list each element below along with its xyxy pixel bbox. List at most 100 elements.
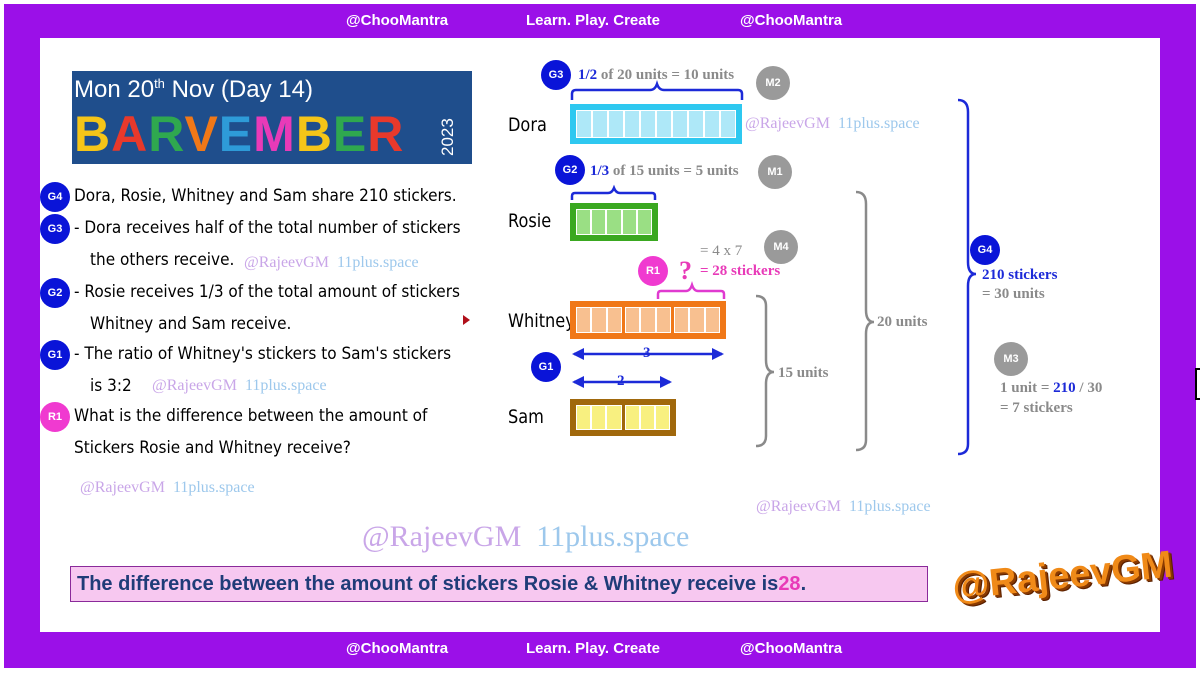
arrowhead-right-3 [712,348,724,360]
ratio-whitney-label: 3 [643,345,651,361]
badge-g2-diagram: G2 [555,155,585,185]
question-line: - Dora receives half of the total number… [74,218,461,238]
bar-unit [576,209,592,235]
m3-line2: = 7 stickers [1000,400,1073,416]
bar-unit [576,110,592,138]
badge-m1: M1 [758,155,792,189]
badge-g1: G1 [40,340,70,370]
name-rosie: Rosie [508,210,552,232]
edge-bracket [1195,368,1200,400]
watermark-site: 11plus.space [536,520,690,553]
badge-g4: G4 [40,182,70,212]
footer-handle-left: @ChooMantra [346,640,449,657]
question-line: Whitney and Sam receive. [90,314,292,334]
barvember-letter: R [367,106,405,162]
bar-unit [720,110,736,138]
watermark-handle: @RajeevGM [152,377,237,394]
g3-fraction: 1/2 [578,67,598,83]
m3-prefix: 1 unit = [1000,380,1054,396]
bar-unit [672,110,688,138]
badge-g3-diagram: G3 [541,60,571,90]
badge-g2: G2 [40,278,70,308]
question-line: is 3:2 [90,376,132,396]
badge-g1-diagram: G1 [531,352,561,382]
date-suffix-sup: th [154,76,165,91]
footer-handle-right: @ChooMantra [740,640,843,657]
banner-handle-left: @ChooMantra [346,12,449,29]
brace-dora-half [570,80,744,100]
answer-value: 28 [778,572,801,595]
watermark-handle: @RajeevGM [362,520,522,553]
g2-annotation: 1/3 of 15 units = 5 units [590,163,739,180]
bar-unit [640,110,656,138]
watermark-3: @RajeevGM 11plus.space [80,479,255,497]
brace-20-units [855,190,875,452]
right-border [1160,4,1196,668]
question-line: Stickers Rosie and Whitney receive? [74,438,351,458]
watermark-handle: @RajeevGM [80,479,165,496]
left-border [4,4,40,668]
bar-unit [592,110,608,138]
m4-calc: = 4 x 7 [700,243,743,259]
bar-unit [704,307,720,333]
bar-unit [606,405,622,430]
bar-unit [636,209,653,235]
m3-divisor: / 30 [1075,380,1103,396]
g3-annotation: 1/2 of 20 units = 10 units [578,67,734,84]
question-line: the others receive. [90,250,235,270]
name-sam: Sam [508,406,544,428]
bar-sam [570,399,676,436]
arrowhead-left-3 [572,348,584,360]
ratio-sam-label: 2 [617,373,625,389]
banner-handle-right: @ChooMantra [740,12,843,29]
watermark-site: 11plus.space [848,498,931,515]
bar-unit [591,307,607,333]
watermark-handle: @RajeevGM [745,115,830,132]
watermark-site: 11plus.space [244,377,327,394]
bar-unit [576,307,592,333]
header-panel [72,71,472,164]
arrowhead-left-2 [572,376,584,388]
barvember-letter: E [218,106,254,162]
bar-unit [624,405,640,430]
watermark-1: @RajeevGM 11plus.space [244,254,419,272]
bar-unit [606,307,622,333]
top-banner [4,4,1196,38]
bar-unit [621,209,637,235]
brace-30-units [957,98,977,456]
badge-m3: M3 [994,342,1028,376]
bar-unit [608,110,624,138]
bar-unit [673,307,690,333]
date-rest: Nov (Day 14) [164,76,313,103]
header-date: Mon 20th Nov (Day 14) [74,76,313,104]
m3-line1: 1 unit = 210 / 30 [1000,380,1102,397]
badge-r1-diagram: R1 [638,256,668,286]
barvember-letter: B [295,106,333,162]
bar-unit [689,307,705,333]
g2-fraction: 1/3 [590,163,610,179]
bar-unit [655,307,671,333]
bar-unit [591,405,607,430]
bar-unit [640,307,656,333]
badge-m2: M2 [756,66,790,100]
watermark-site: 11plus.space [837,115,920,132]
label-20-units: 20 units [877,314,928,330]
bar-whitney [570,301,726,339]
watermark-handle: @RajeevGM [244,254,329,271]
answer-text: The difference between the amount of sti… [77,572,779,595]
watermark-4: @RajeevGM 11plus.space [745,115,920,133]
m3-total: 210 [1053,380,1076,396]
barvember-letter: E [332,106,368,162]
question-line: - The ratio of Whitney's stickers to Sam… [74,344,452,364]
barvember-letter: B [74,106,112,162]
question-line: - Rosie receives 1/3 of the total amount… [74,282,460,302]
watermark-site: 11plus.space [172,479,255,496]
g4-stickers: 210 stickers [982,267,1058,283]
g3-text: of 20 units = 10 units [597,67,735,83]
bottom-banner [4,632,1196,668]
barvember-letter: A [111,106,149,162]
question-mark: ? [679,256,692,285]
name-dora: Dora [508,114,547,136]
barvember-logo: BARVEMBER [74,108,404,160]
